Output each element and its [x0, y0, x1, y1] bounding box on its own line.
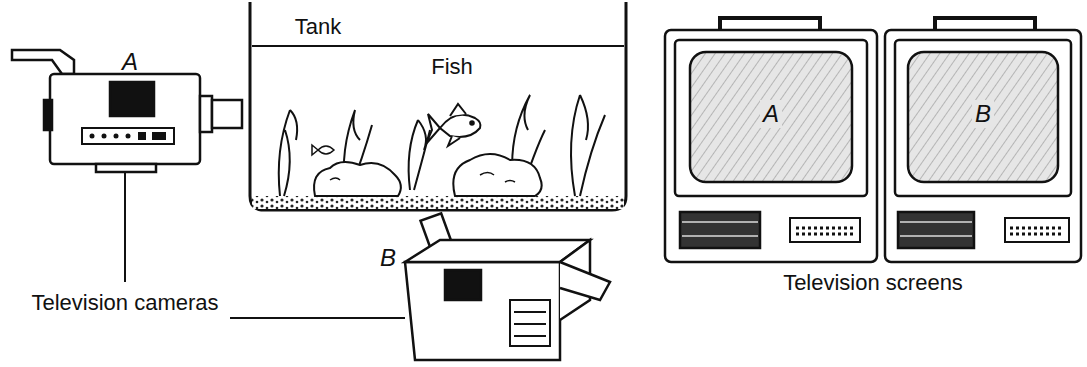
camera-b: [405, 213, 610, 360]
screen-letter: A: [760, 100, 782, 128]
screen-letter: B: [972, 100, 994, 128]
caption-label: Television cameras: [31, 290, 218, 315]
fish-label: Fish: [431, 54, 473, 79]
camera-letter: A: [122, 48, 138, 76]
television-a: [665, 18, 877, 262]
television-b: [885, 18, 1081, 262]
camera-letter: B: [380, 244, 396, 272]
tank-label: Tank: [295, 14, 341, 39]
tank: [250, 2, 626, 210]
caption-label: Television screens: [783, 270, 963, 295]
